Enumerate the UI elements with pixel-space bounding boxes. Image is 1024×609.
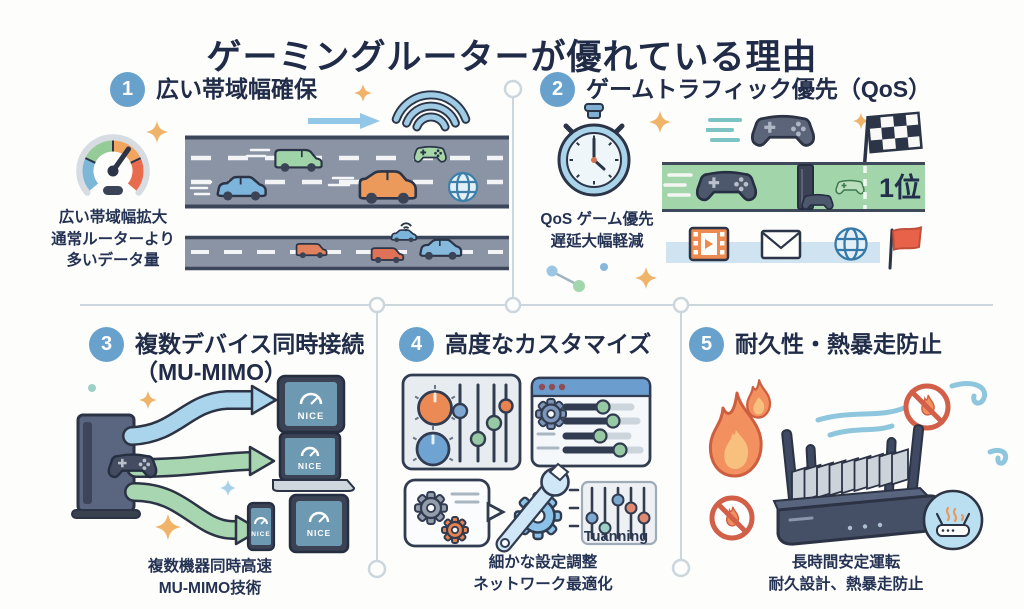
section-title: 耐久性・熱暴走防止 <box>735 331 942 357</box>
page-title: ゲーミングルーターが優れている理由 <box>206 38 818 78</box>
gear-icon <box>441 516 469 544</box>
envelope-icon <box>760 229 802 260</box>
globe-icon <box>834 227 868 261</box>
car-icon <box>216 175 267 201</box>
sparkle-icon <box>354 84 372 102</box>
section-header-bandwidth: 1 広い帯域幅確保 <box>110 72 317 107</box>
heatsink-fins <box>791 448 909 504</box>
gear-icon <box>535 398 567 430</box>
section-header-qos: 2 ゲームトラフィック優先（QoS） <box>540 72 931 107</box>
section-header-durability: 5 耐久性・熱暴走防止 <box>689 327 942 362</box>
mixer-panel-icon <box>401 373 522 471</box>
speedometer-icon <box>76 134 150 196</box>
caption-mumimo: 複数機器同時高速 MU-MIMO技術 <box>147 558 272 597</box>
flame-icon <box>746 379 772 419</box>
controller-icon <box>801 193 834 211</box>
caption-bandwidth: 広い帯域幅拡大 通常ルーターより 多いデータ量 <box>51 209 175 269</box>
tablet-icon: NICE <box>288 493 350 554</box>
section-header-customize: 4 高度なカスタマイズ <box>399 327 651 362</box>
settings-bubble-icon <box>403 478 506 548</box>
no-fire-icon <box>903 383 951 431</box>
globe-icon <box>447 171 479 203</box>
sparkle-icon <box>649 111 671 133</box>
knob-blue <box>415 431 451 467</box>
section-number-badge: 3 <box>89 327 124 362</box>
router-icon <box>935 512 971 537</box>
gear-icon <box>414 491 448 525</box>
car-icon <box>358 170 418 204</box>
stream-arrow-blue <box>122 384 278 446</box>
controller-icon <box>107 453 158 479</box>
section-title: 複数デバイス同時接続 <box>135 331 365 357</box>
screen-label: NICE <box>307 528 331 538</box>
section-number-badge: 2 <box>540 72 575 107</box>
browser-settings-icon <box>530 376 652 468</box>
wifi-icon <box>391 90 471 132</box>
section-subtitle: （MU-MIMO） <box>135 358 288 385</box>
section-number-badge: 4 <box>399 327 434 362</box>
section-number-badge: 1 <box>110 72 145 107</box>
highway-illustration <box>185 135 509 271</box>
section-title: 広い帯域幅確保 <box>156 76 317 102</box>
laptop-icon: NICE <box>272 431 356 492</box>
wrench-icon <box>495 462 570 553</box>
controller-icon <box>413 145 447 163</box>
dots-decoration <box>546 263 657 292</box>
flame-icon <box>708 391 763 478</box>
red-flag-icon <box>888 226 923 270</box>
controller-icon <box>706 114 816 147</box>
equalizer-icon <box>568 480 658 546</box>
speed-arrow-icon <box>308 113 380 129</box>
caption-qos: QoS ゲーム優先 遅延大幅軽減 <box>540 211 654 250</box>
wifi-car-icon <box>390 222 418 243</box>
screen-label: NICE <box>251 531 271 538</box>
sparkle-icon <box>853 113 869 129</box>
car-icon <box>295 243 328 259</box>
section-title: 高度なカスタマイズ <box>445 331 652 357</box>
section-header-mumimo: 3 複数デバイス同時接続 （MU-MIMO） <box>89 327 364 386</box>
section-title: ゲームトラフィック優先（QoS） <box>586 76 932 102</box>
router-icon <box>772 424 942 546</box>
car-icon <box>370 247 405 264</box>
rank-label: 1位 <box>878 173 922 203</box>
customize-illustration <box>401 373 658 553</box>
sparkle-icon <box>146 121 168 143</box>
screen-label: NICE <box>298 411 325 422</box>
knob-orange <box>417 390 453 426</box>
slider-rows <box>562 399 644 458</box>
stopwatch-icon <box>557 103 631 197</box>
stream-arrow-green <box>124 482 262 546</box>
van-icon <box>274 148 323 172</box>
no-fire-icon <box>709 495 755 541</box>
qos-lanes <box>662 162 925 270</box>
controller-icon <box>695 170 758 202</box>
tuning-label: Tuanning <box>583 529 649 545</box>
durability-illustration <box>708 379 1009 551</box>
section-number-badge: 5 <box>689 327 724 362</box>
screen-label: NICE <box>298 461 322 471</box>
mu-mimo-illustration: NICE NICE NICE NICE <box>71 374 356 554</box>
cooling-router-badge <box>922 489 984 551</box>
phone-icon: NICE <box>246 501 276 552</box>
controller-icon <box>835 179 865 195</box>
film-icon <box>688 226 730 262</box>
heat-waves <box>945 506 965 523</box>
car-icon <box>419 238 463 260</box>
caption-durability: 長時間安定運転 耐久設計、熱暴走防止 <box>768 554 924 593</box>
caption-customize: 細かな設定調整 ネットワーク最適化 <box>473 554 613 593</box>
